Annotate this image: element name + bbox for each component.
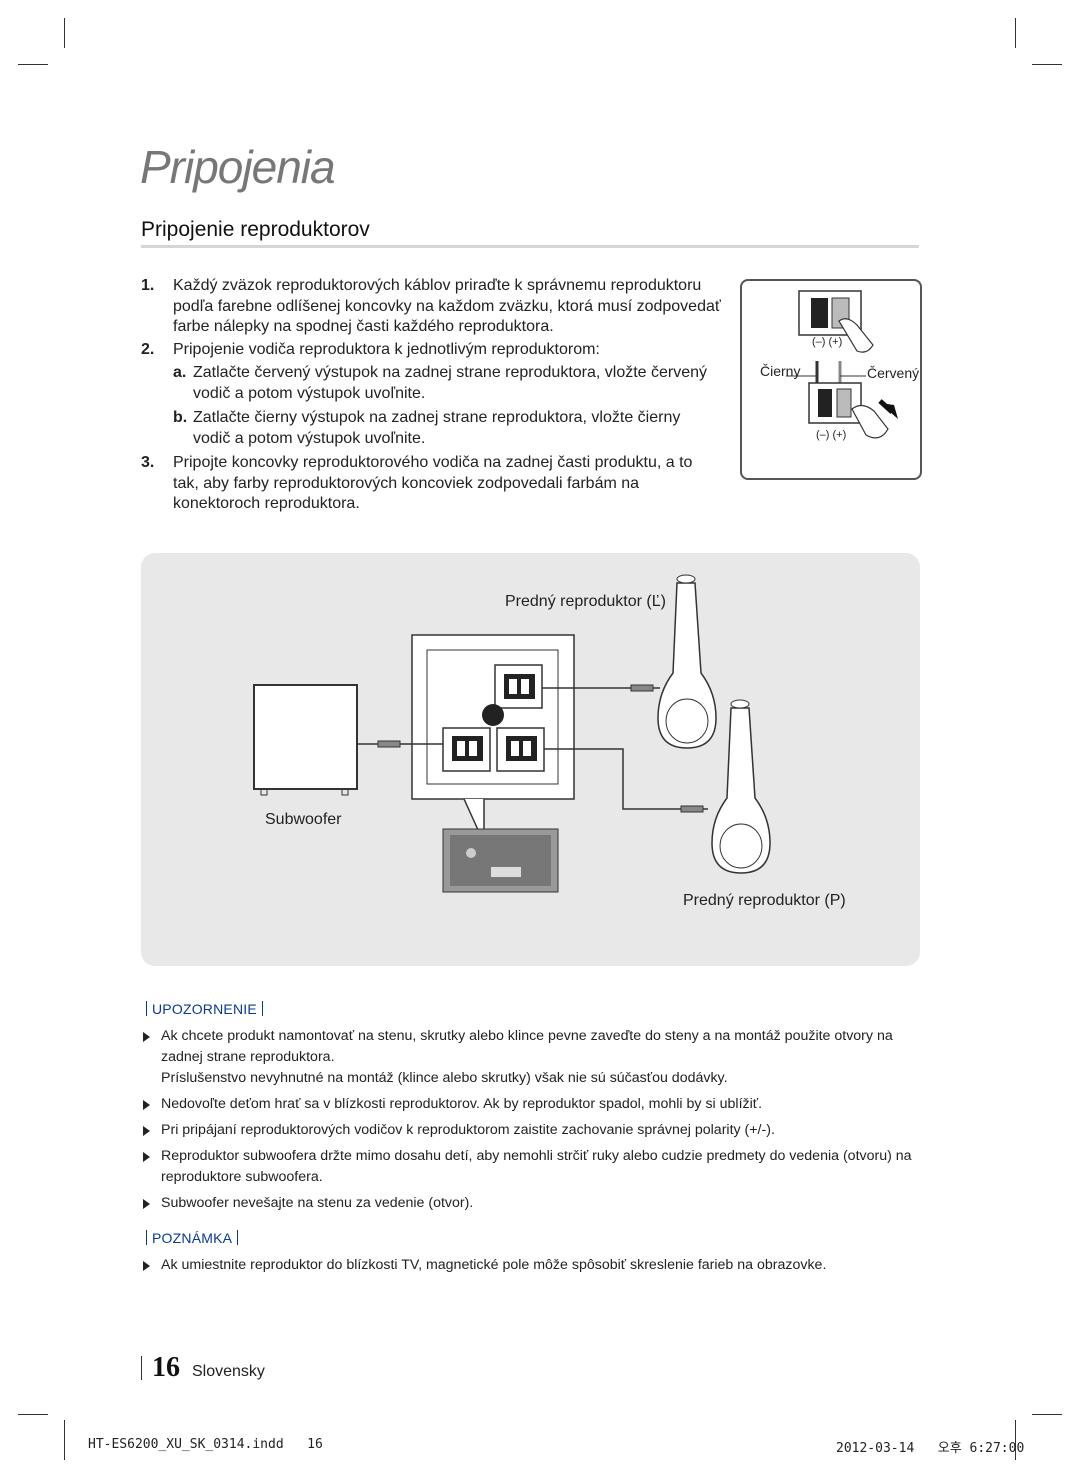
connection-diagram	[253, 574, 771, 893]
caution-heading: UPOZORNENIE	[141, 1001, 268, 1017]
substep-letter: a.	[173, 364, 187, 381]
note-heading: POZNÁMKA	[141, 1230, 243, 1246]
bullet-triangle-icon	[143, 1100, 150, 1110]
instruction-steps: 1. Každý zväzok reproduktorových káblov …	[141, 276, 721, 517]
crop-mark	[18, 1414, 48, 1415]
heading-bar	[237, 1230, 239, 1245]
crop-mark	[64, 1420, 65, 1460]
polarity-label-bottom: (–) (+)	[816, 429, 847, 441]
step-number: 2.	[141, 340, 155, 358]
substep-item: b. Zatlačte čierny výstupok na zadnej st…	[173, 408, 721, 449]
chapter-title: Pripojenia	[140, 141, 336, 193]
bullet-triangle-icon	[143, 1152, 150, 1162]
crop-mark	[64, 18, 65, 48]
terminal-inset-illustration: (–) (+) Čierny Červený (–) (+)	[740, 279, 922, 480]
step-number: 3.	[141, 454, 155, 471]
page-language: Slovensky	[192, 1363, 265, 1380]
bullet-triangle-icon	[143, 1126, 150, 1136]
substep-text: Zatlačte čierny výstupok na zadnej stran…	[193, 409, 681, 447]
note-heading-text: POZNÁMKA	[152, 1230, 233, 1246]
caution-item: Reproduktor subwoofera držte mimo dosahu…	[141, 1146, 921, 1188]
step-item: 3. Pripojte koncovky reproduktorového vo…	[141, 453, 721, 515]
caution-text: Pri pripájaní reproduktorových vodičov k…	[161, 1122, 775, 1138]
caution-item: Nedovoľte deťom hrať sa v blízkosti repr…	[141, 1094, 921, 1115]
label-black-wire: Čierny	[760, 363, 801, 379]
caution-heading-text: UPOZORNENIE	[152, 1001, 257, 1017]
caution-text: Subwoofer nevešajte na stenu za vedenie …	[161, 1195, 474, 1211]
substep-letter: b.	[173, 409, 188, 426]
print-date-info: 2012-03-14 오후 6:27:00	[836, 1441, 1025, 1456]
substep-text: Zatlačte červený výstupok na zadnej stra…	[193, 364, 708, 402]
caution-text: Nedovoľte deťom hrať sa v blízkosti repr…	[161, 1096, 763, 1112]
section-divider	[141, 245, 919, 248]
step-text: Pripojenie vodiča reproduktora k jednotl…	[173, 340, 600, 358]
crop-mark	[1032, 1414, 1062, 1415]
substep-item: a. Zatlačte červený výstupok na zadnej s…	[173, 363, 721, 404]
label-subwoofer: Subwoofer	[265, 811, 342, 828]
crop-mark	[1015, 18, 1016, 48]
caution-continuation: Príslušenstvo nevyhnutné na montáž (klin…	[161, 1070, 728, 1086]
label-front-right-speaker: Predný reproduktor (P)	[683, 892, 846, 909]
caution-text: Ak chcete produkt namontovať na stenu, s…	[161, 1028, 893, 1065]
note-text: Ak umiestnite reproduktor do blízkosti T…	[161, 1257, 827, 1273]
footer-bar	[141, 1356, 142, 1380]
heading-bar	[146, 1001, 147, 1016]
step-text: Každý zväzok reproduktorových káblov pri…	[173, 277, 721, 335]
heading-bar	[261, 1001, 263, 1016]
label-red-wire: Červený	[867, 365, 920, 381]
caution-list: Ak chcete produkt namontovať na stenu, s…	[141, 1026, 921, 1219]
section-title: Pripojenie reproduktorov	[141, 218, 370, 241]
caution-item: Subwoofer nevešajte na stenu za vedenie …	[141, 1193, 921, 1214]
bullet-triangle-icon	[143, 1261, 150, 1271]
caution-item: Pri pripájaní reproduktorových vodičov k…	[141, 1120, 921, 1141]
bullet-triangle-icon	[143, 1032, 150, 1042]
caution-item: Ak chcete produkt namontovať na stenu, s…	[141, 1026, 921, 1089]
note-item: Ak umiestnite reproduktor do blízkosti T…	[141, 1255, 921, 1276]
note-list: Ak umiestnite reproduktor do blízkosti T…	[141, 1255, 921, 1281]
step-item: 1. Každý zväzok reproduktorových káblov …	[141, 276, 721, 338]
connection-diagram-panel: Predný reproduktor (Ľ) Subwoofer Predný …	[141, 553, 920, 966]
bullet-triangle-icon	[143, 1199, 150, 1209]
crop-mark	[1032, 64, 1062, 65]
print-file-info: HT-ES6200_XU_SK_0314.indd 16	[88, 1437, 323, 1452]
polarity-label-top: (–) (+)	[812, 336, 843, 348]
page-footer: 16 Slovensky	[141, 1352, 265, 1384]
crop-mark	[1015, 1420, 1016, 1460]
step-number: 1.	[141, 277, 155, 294]
terminal-inset-drawing	[786, 290, 898, 439]
step-item: 2. Pripojenie vodiča reproduktora k jedn…	[141, 340, 721, 450]
step-text: Pripojte koncovky reproduktorového vodič…	[173, 454, 693, 512]
page-number: 16	[152, 1352, 180, 1383]
heading-bar	[146, 1230, 147, 1245]
crop-mark	[18, 64, 48, 65]
caution-text: Reproduktor subwoofera držte mimo dosahu…	[161, 1148, 912, 1185]
label-front-left-speaker: Predný reproduktor (Ľ)	[505, 593, 666, 610]
